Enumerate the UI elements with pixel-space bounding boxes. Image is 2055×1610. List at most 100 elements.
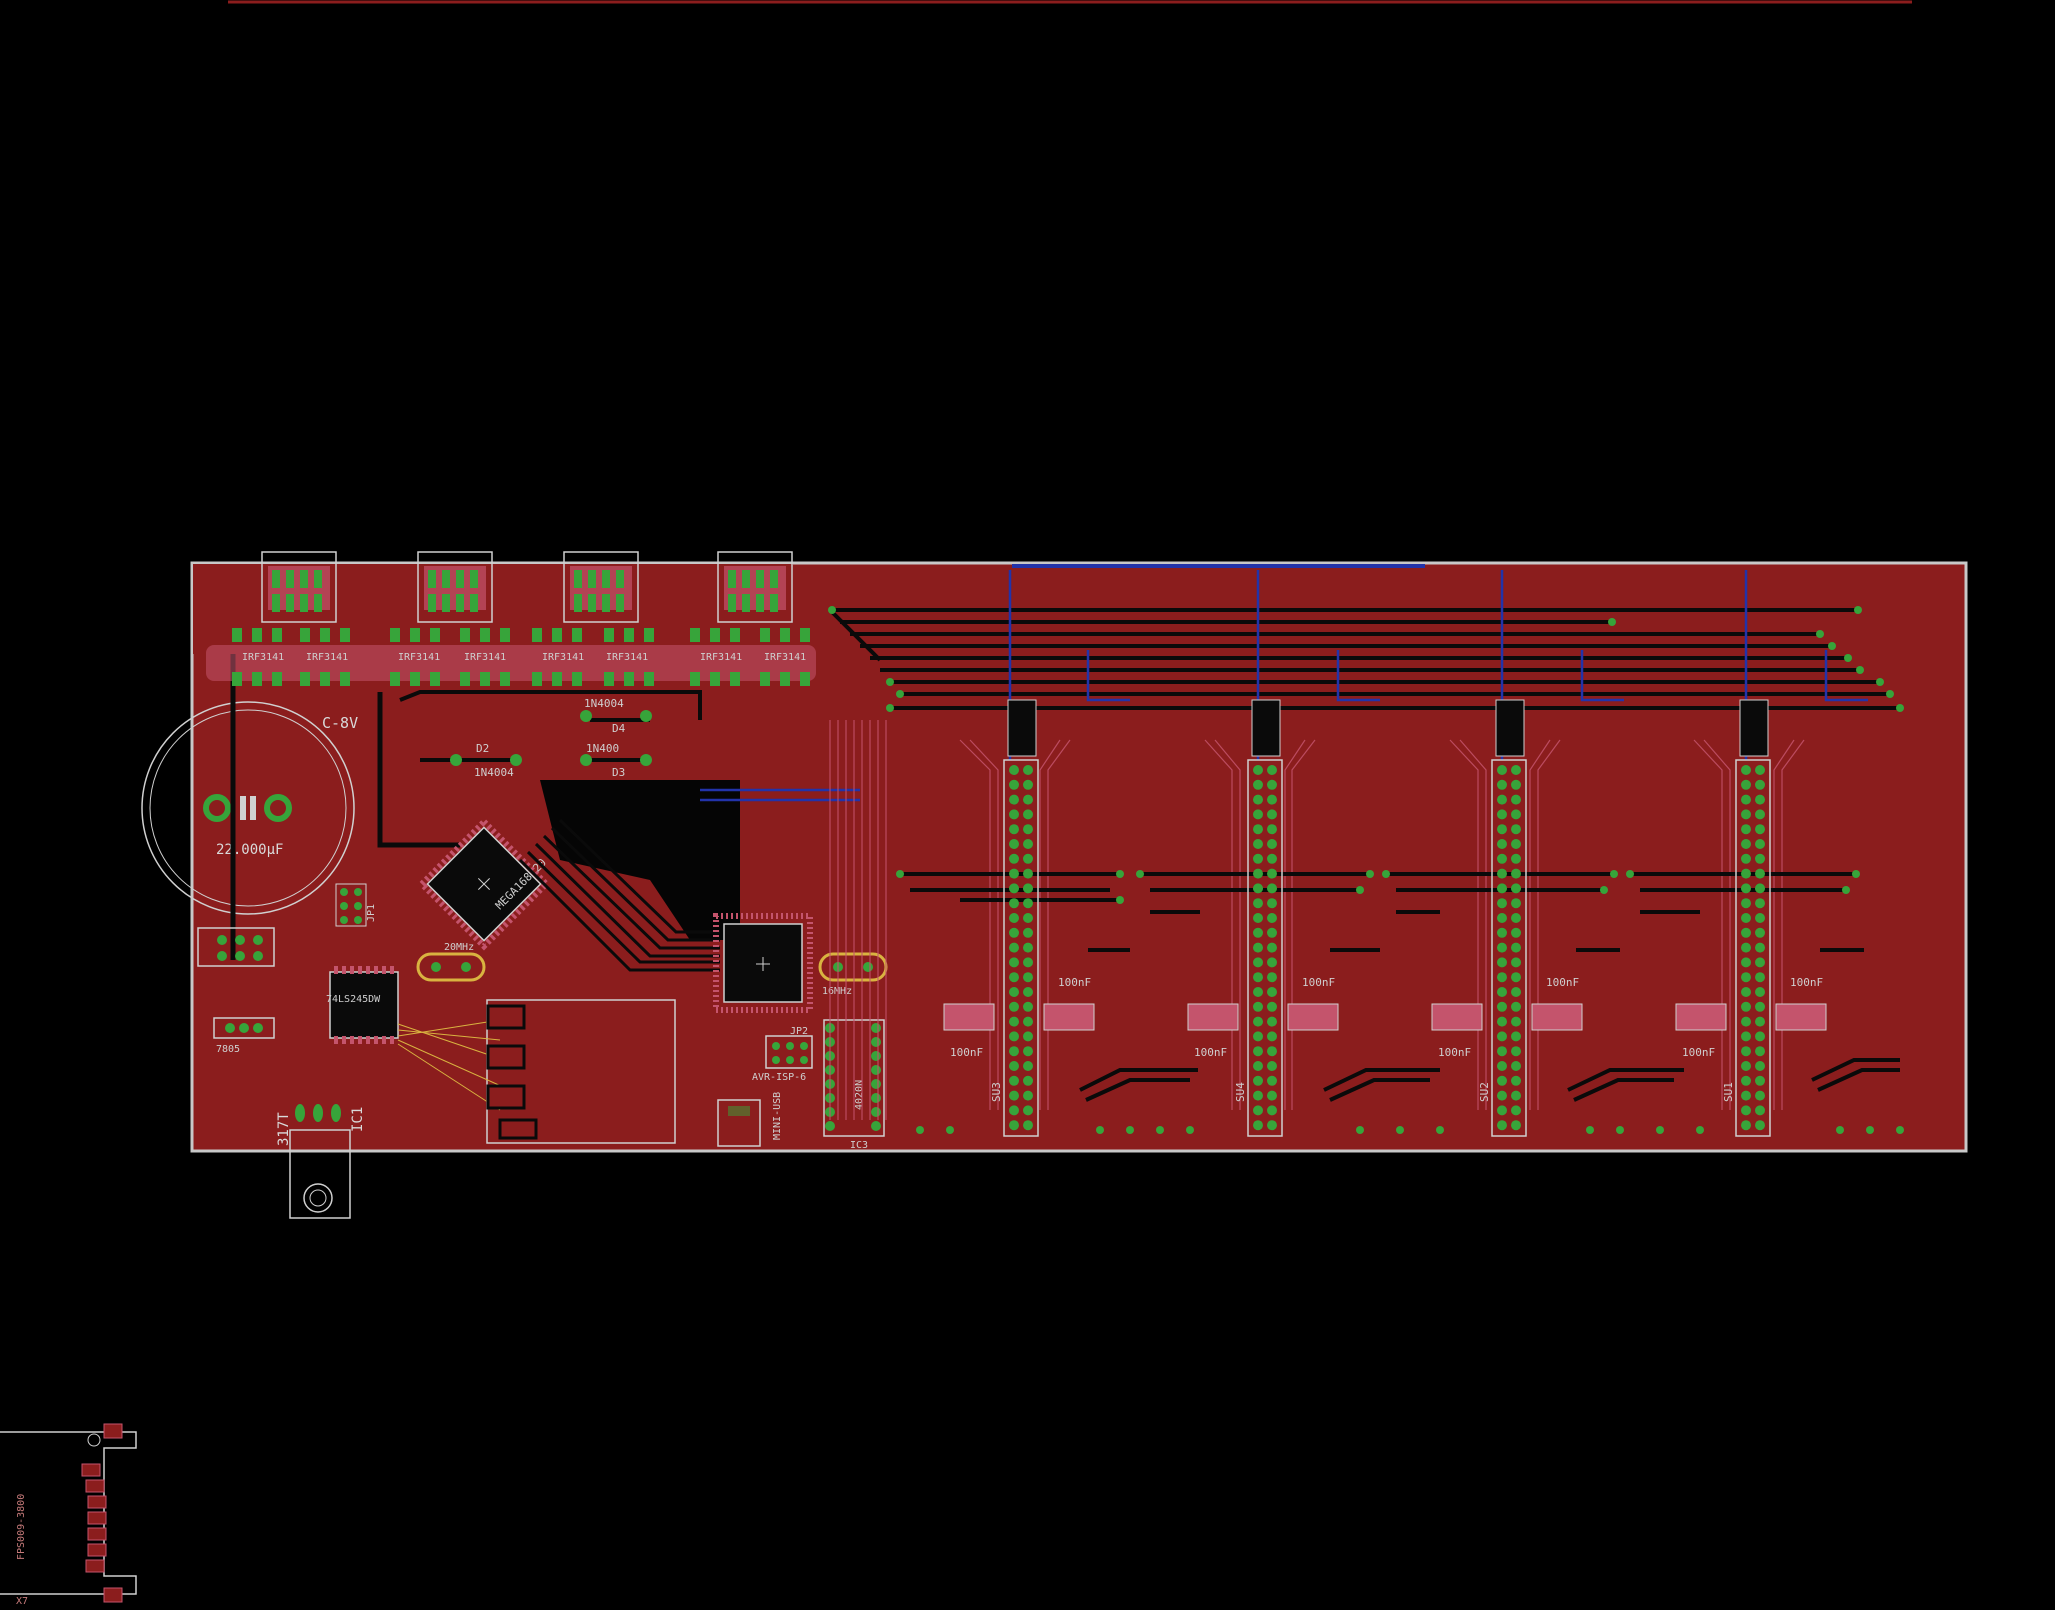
header-su2[interactable]: SU2: [1478, 759, 1527, 1137]
header-pad: [1253, 1046, 1263, 1057]
mosfet-label-1: IRF3141: [242, 652, 284, 663]
connector-block-3[interactable]: [563, 551, 639, 623]
header-pad: [1009, 1046, 1019, 1057]
header-pad: [1741, 942, 1751, 953]
d4-part-label: 1N4004: [584, 697, 624, 710]
header-pad: [1497, 1061, 1507, 1071]
mcu-mega168[interactable]: [417, 817, 551, 951]
header-pad: [1023, 779, 1033, 790]
header-pad: [1755, 765, 1765, 775]
capacitor-22000uf[interactable]: 22.000µF C-8V: [141, 701, 358, 915]
header-pad: [1497, 1031, 1507, 1042]
clearance-zone-connector: [486, 999, 676, 1144]
bus-traces-top: [828, 608, 1900, 710]
ic1-label: IC1: [350, 1107, 366, 1132]
connector-mini-usb[interactable]: MINI-USB: [717, 1092, 783, 1147]
via: [1886, 690, 1894, 698]
header-pad: [1755, 809, 1765, 820]
bus-traces-pink: [829, 720, 1805, 1120]
ic-74ls245[interactable]: 74LS245DW: [326, 966, 399, 1044]
cap-100nf-1: 100nF: [950, 1046, 983, 1059]
header-pad: [1009, 839, 1019, 849]
header-su3[interactable]: SU3: [990, 759, 1039, 1137]
header-pad: [1023, 957, 1033, 968]
header-pad: [1009, 942, 1019, 953]
header-pad: [1267, 1046, 1277, 1057]
header-pad: [1009, 1001, 1019, 1012]
header-pad: [1023, 1105, 1033, 1116]
jumper-jp1[interactable]: JP1: [335, 883, 377, 927]
ic-4020n[interactable]: 4020N IC3: [823, 1019, 885, 1151]
header-pad: [1253, 868, 1263, 879]
via: [1156, 1126, 1164, 1134]
header-pad: [1741, 927, 1751, 938]
header-pad: [1511, 1001, 1521, 1012]
diode-d3[interactable]: 1N400 D3: [580, 742, 652, 779]
power-traces: [230, 654, 702, 960]
regulator-7805[interactable]: 7805: [197, 927, 275, 1055]
header-pad: [1253, 942, 1263, 953]
cap-body-mark: [240, 796, 246, 820]
header-pad: [1497, 883, 1507, 894]
header-pad: [1253, 824, 1263, 835]
header-pad: [1511, 779, 1521, 790]
header-pad: [1741, 1120, 1751, 1131]
header-pad: [1497, 794, 1507, 805]
mcu-usb-qfp[interactable]: [713, 913, 813, 1013]
header-pad: [1253, 1061, 1263, 1071]
header-pad: [1755, 957, 1765, 968]
via: [1126, 1126, 1134, 1134]
header-pad: [1009, 1105, 1019, 1116]
header-su1[interactable]: SU1: [1722, 759, 1771, 1137]
via: [1186, 1126, 1194, 1134]
header-pad: [1267, 1001, 1277, 1012]
cap-pad-plus: [203, 794, 231, 822]
header-pad: [1253, 839, 1263, 849]
via: [1096, 1126, 1104, 1134]
diode-d4[interactable]: 1N4004 D4: [580, 697, 652, 735]
crystal-20mhz[interactable]: 20MHz: [416, 942, 486, 982]
header-pad: [1023, 765, 1033, 775]
regulator-317t[interactable]: 317T IC1: [276, 1104, 366, 1219]
diode-d2[interactable]: D2 1N4004: [450, 742, 522, 779]
header-pad: [1023, 1031, 1033, 1042]
header-pad: [1497, 809, 1507, 820]
fpc-connector-x7[interactable]: FPS009-3800 X7: [0, 1423, 137, 1607]
header-pad: [1253, 1001, 1263, 1012]
header-pad: [1009, 1075, 1019, 1086]
header-pad: [1267, 765, 1277, 775]
header-pad: [1253, 1075, 1263, 1086]
header-avr-isp6[interactable]: JP2 AVR-ISP-6: [752, 1026, 813, 1083]
mosfet-label-3: IRF3141: [398, 652, 440, 663]
connector-block-4[interactable]: [717, 551, 793, 623]
header-su4[interactable]: SU4: [1234, 759, 1283, 1137]
header-pad: [1009, 765, 1019, 775]
header-pad: [1511, 898, 1521, 909]
via: [1896, 704, 1904, 712]
via: [1816, 630, 1824, 638]
via: [1844, 654, 1852, 662]
header-pad: [1009, 779, 1019, 790]
vias: [828, 606, 1904, 1134]
header-pad: [1755, 1061, 1765, 1071]
header-pad: [1267, 1075, 1277, 1086]
header-pad: [1497, 853, 1507, 864]
connector-block-2[interactable]: [417, 551, 493, 623]
header-pad: [1267, 809, 1277, 820]
su2-label: SU2: [1478, 1082, 1491, 1102]
header-pad: [1253, 1120, 1263, 1131]
header-pad: [1511, 883, 1521, 894]
smd-chip-1: [1007, 699, 1037, 757]
mosfet-pads-top: [232, 628, 810, 642]
header-pad: [1253, 1105, 1263, 1116]
cap-100nf-5: 100nF: [1438, 1046, 1471, 1059]
connector-block-1[interactable]: [261, 551, 337, 623]
cap-100nf-3: 100nF: [1194, 1046, 1227, 1059]
header-pad: [1023, 794, 1033, 805]
header-pad: [1497, 1090, 1507, 1101]
header-pad: [1023, 1090, 1033, 1101]
header-pad: [1267, 913, 1277, 923]
header-pad: [1741, 883, 1751, 894]
header-pad: [1511, 1105, 1521, 1116]
